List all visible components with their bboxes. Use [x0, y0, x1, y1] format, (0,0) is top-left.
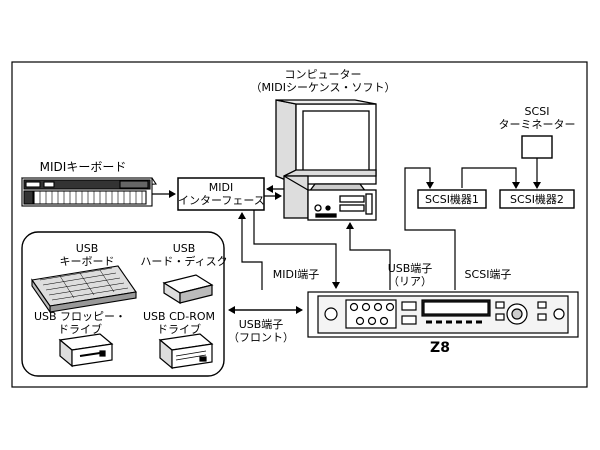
- usb-rear-line: [346, 222, 391, 290]
- computer-icon: [275, 99, 377, 221]
- midi-port-label: MIDI端子: [272, 268, 320, 281]
- z8-label: Z8: [430, 340, 450, 356]
- z8-synth-icon: [307, 291, 579, 338]
- usb-floppy-icon: [58, 333, 114, 368]
- usb-front-port-label: USB端子 （フロント）: [228, 318, 294, 344]
- usb-devices-group: [21, 231, 225, 377]
- midi-line-up: [238, 212, 263, 290]
- scsi-device-2-label: SCSI機器2: [510, 193, 564, 206]
- scsi-terminator-label: SCSI ターミネーター: [492, 105, 582, 131]
- midi-keyboard-icon: [21, 177, 157, 207]
- scsi-terminator-line1: SCSI: [524, 105, 550, 118]
- usb-cdrom-label: USB CD-ROM ドライブ: [143, 310, 215, 336]
- usb-floppy-label: USB フロッピー・ ドライブ: [33, 310, 127, 336]
- scsi-terminator-box: [521, 135, 553, 159]
- computer-label-line2: （MIDIシーケンス・ソフト）: [250, 81, 396, 94]
- scsi-terminator-line2: ターミネーター: [498, 118, 576, 131]
- computer-label: コンピューター （MIDIシーケンス・ソフト）: [248, 68, 398, 94]
- scsi-device-2-box: [499, 189, 575, 209]
- usb-keyboard-icon: [31, 265, 137, 314]
- midi-keyboard-label: MIDIキーボード: [39, 160, 127, 174]
- usb-hdd-icon: [162, 274, 214, 305]
- midi-interface-line1: MIDI: [208, 181, 234, 194]
- midi-interface-box: [177, 177, 265, 211]
- usb-cdrom-icon: [158, 333, 214, 370]
- scsi-chain-line: [461, 167, 520, 189]
- scsi-port-label: SCSI端子: [464, 268, 512, 281]
- usb-rear-port-label: USB端子 （リア）: [387, 262, 433, 288]
- midi-interface-line2: インターフェース: [178, 194, 265, 207]
- scsi-device-1-label: SCSI機器1: [425, 193, 479, 206]
- midi-line-down: [253, 210, 340, 289]
- scsi-device-1-box: [417, 189, 487, 209]
- scsi-line: [404, 167, 456, 290]
- usb-keyboard-label: USB キーボード: [59, 242, 115, 268]
- computer-label-line1: コンピューター: [284, 68, 362, 81]
- outer-frame: [11, 61, 588, 388]
- usb-hdd-label: USB ハード・ディスク: [140, 242, 228, 268]
- midi-interface-label: MIDI インターフェース: [178, 181, 265, 207]
